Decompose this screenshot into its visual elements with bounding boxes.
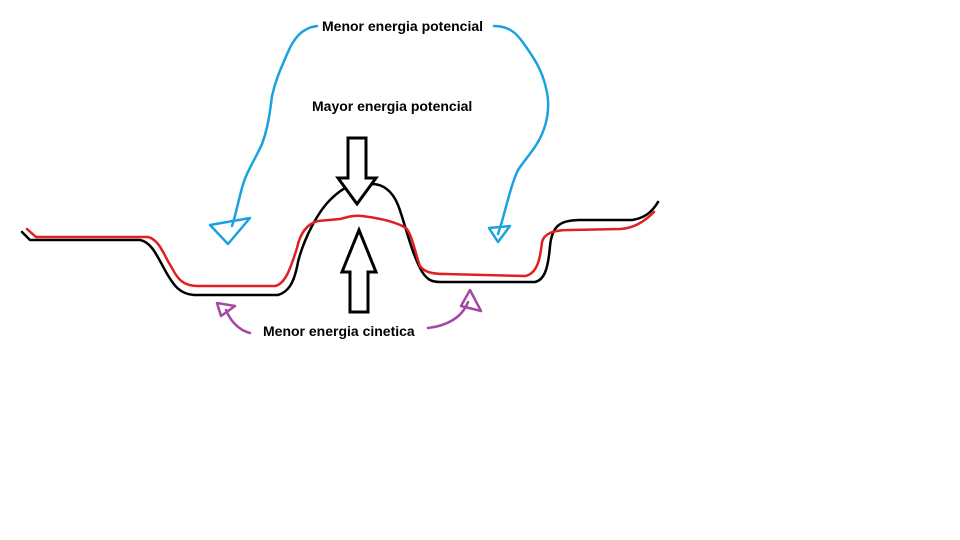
black-track-line xyxy=(20,182,660,297)
label-mayor-energia-potencial: Mayor energia potencial xyxy=(312,98,473,114)
red-track-line xyxy=(25,210,656,288)
potential-arrow-left xyxy=(230,24,319,228)
label-menor-energia-potencial: Menor energia potencial xyxy=(322,18,484,34)
kinetic-arrow-right xyxy=(426,300,470,330)
potential-arrow-right xyxy=(492,24,550,236)
up-arrow-icon xyxy=(339,226,379,314)
potential-arrowhead-right-icon xyxy=(487,224,512,244)
kinetic-arrow-left xyxy=(224,308,252,335)
potential-arrowhead-left-icon xyxy=(208,216,252,246)
kinetic-arrowhead-right-icon xyxy=(459,288,483,313)
kinetic-arrowhead-left-icon xyxy=(215,301,237,318)
down-arrow-icon xyxy=(335,136,379,207)
label-menor-energia-cinetica: Menor energia cinetica xyxy=(263,323,415,339)
